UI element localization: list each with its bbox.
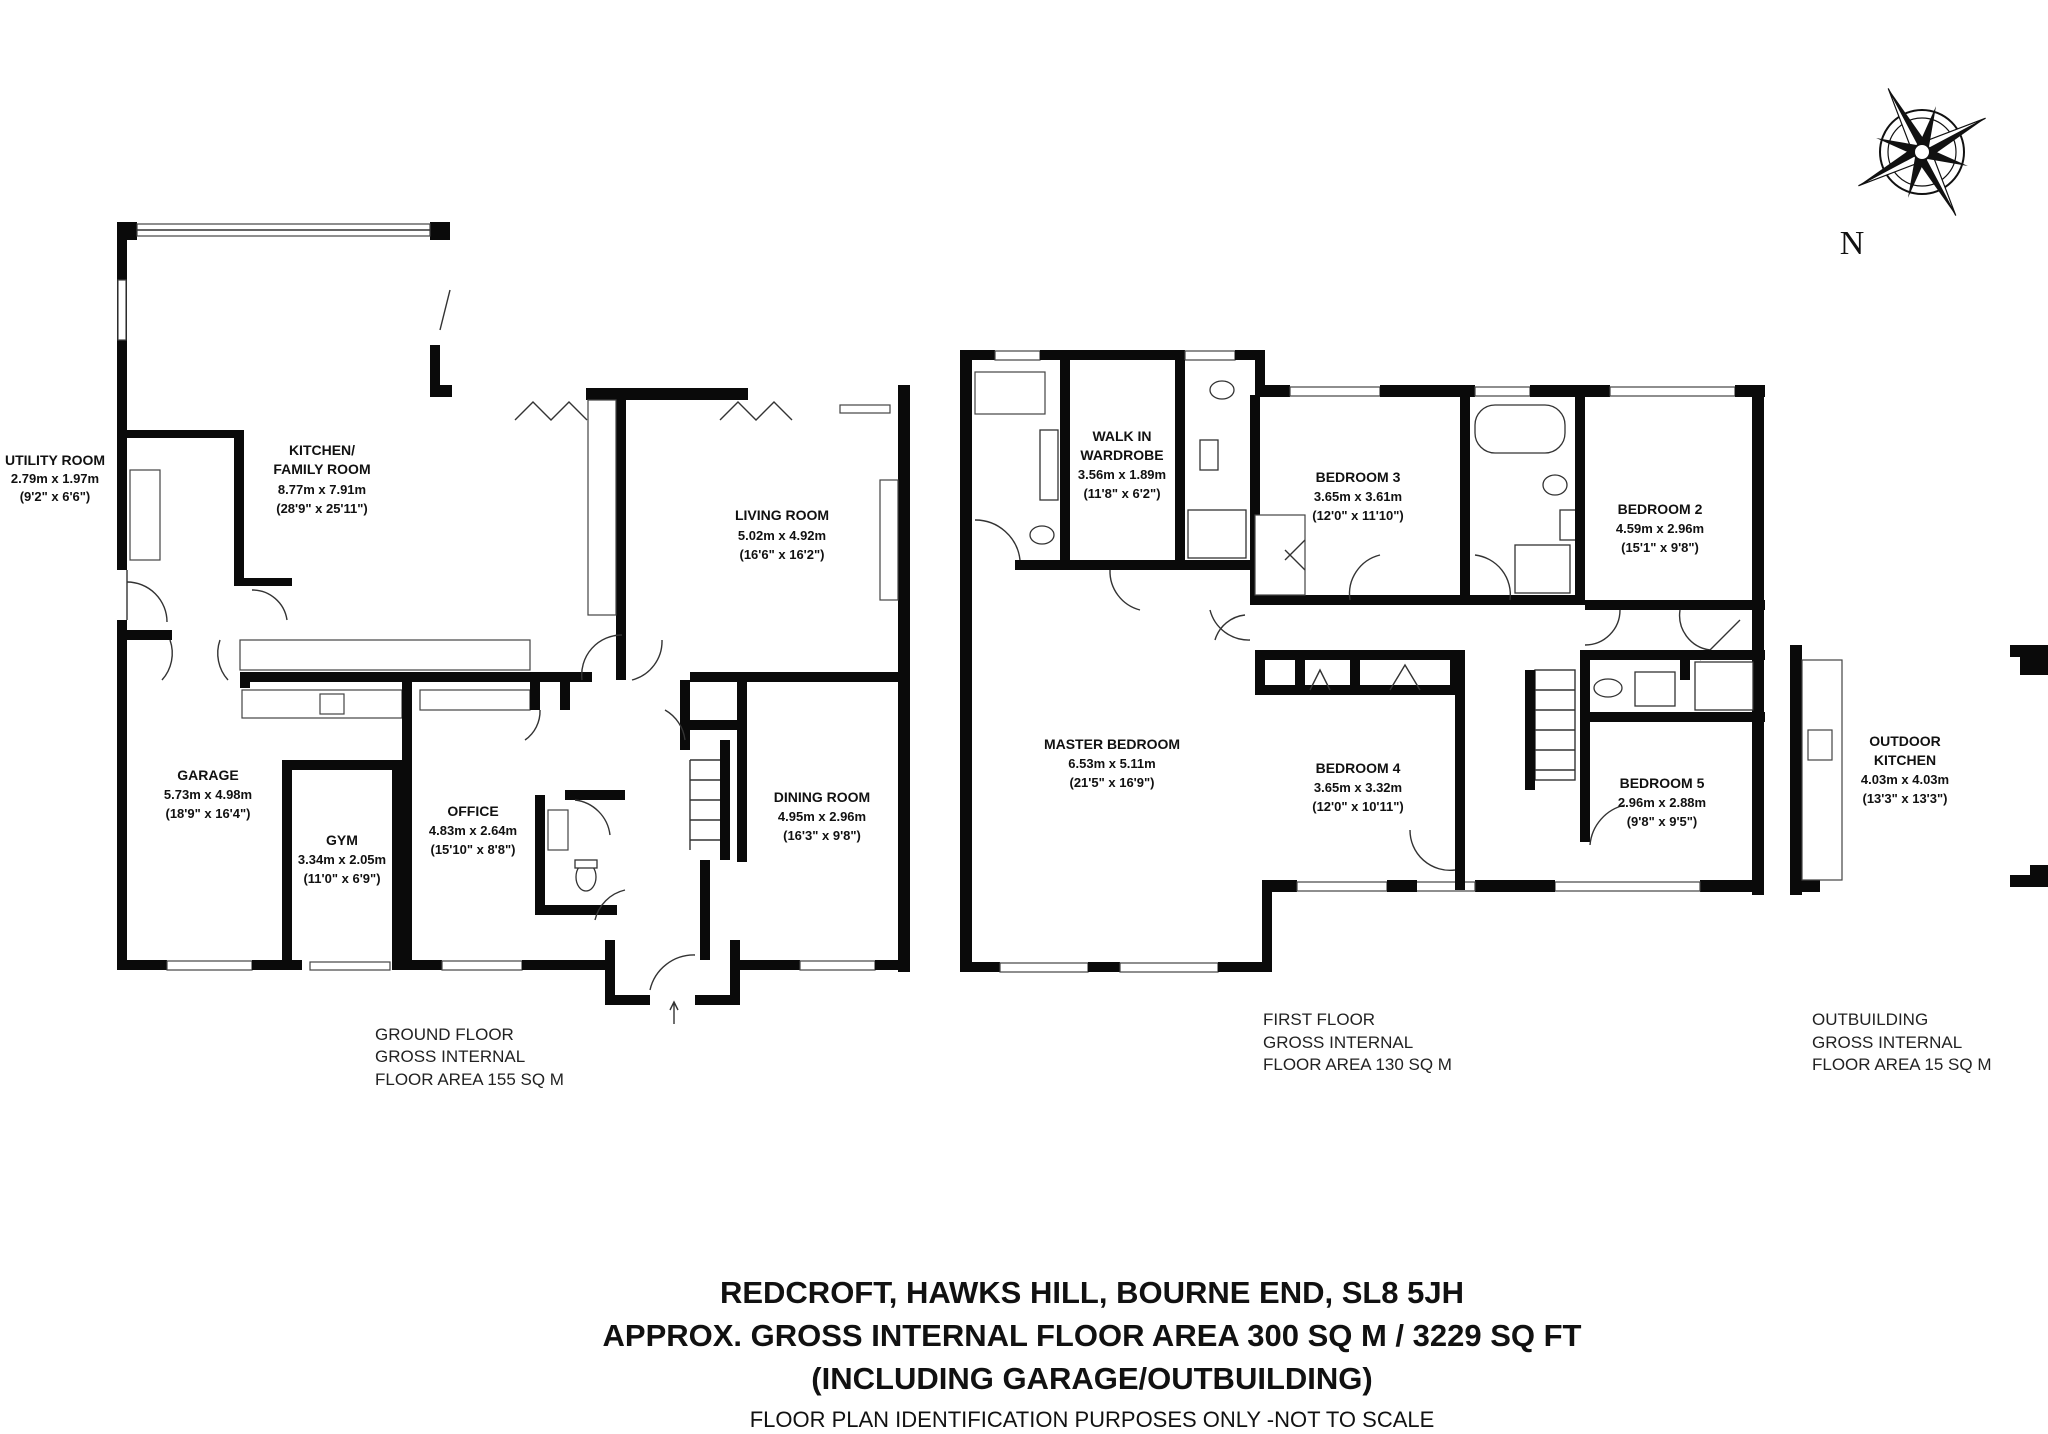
svg-text:(12'0" x 11'10"): (12'0" x 11'10"): [1312, 508, 1404, 523]
compass-north-label: N: [1840, 225, 1865, 262]
svg-text:3.65m x 3.61m: 3.65m x 3.61m: [1314, 489, 1402, 504]
svg-text:(16'6" x 16'2"): (16'6" x 16'2"): [739, 547, 824, 562]
svg-text:LIVING ROOM: LIVING ROOM: [735, 507, 829, 523]
svg-text:GYM: GYM: [326, 832, 358, 848]
svg-text:GROSS INTERNAL: GROSS INTERNAL: [1812, 1033, 1962, 1052]
room-label-office: OFFICE 4.83m x 2.64m (15'10" x 8'8"): [429, 803, 517, 857]
room-label-master: MASTER BEDROOM 6.53m x 5.11m (21'5" x 16…: [1044, 736, 1180, 790]
svg-text:(15'1" x 9'8"): (15'1" x 9'8"): [1621, 540, 1699, 555]
title-floor-area: APPROX. GROSS INTERNAL FLOOR AREA 300 SQ…: [603, 1318, 1582, 1353]
room-label-gym: GYM 3.34m x 2.05m (11'0" x 6'9"): [298, 832, 386, 886]
svg-text:DINING ROOM: DINING ROOM: [774, 789, 870, 805]
room-label-walkin: WALK IN WARDROBE 3.56m x 1.89m (11'8" x …: [1078, 428, 1166, 501]
room-label-garage: GARAGE 5.73m x 4.98m (18'9" x 16'4"): [164, 767, 252, 821]
room-label-dining: DINING ROOM 4.95m x 2.96m (16'3" x 9'8"): [774, 789, 870, 843]
room-label-bedroom-5: BEDROOM 5 2.96m x 2.88m (9'8" x 9'5"): [1618, 775, 1706, 829]
svg-text:6.53m x 5.11m: 6.53m x 5.11m: [1068, 756, 1155, 771]
svg-text:OFFICE: OFFICE: [447, 803, 498, 819]
room-label-bedroom-3: BEDROOM 3 3.65m x 3.61m (12'0" x 11'10"): [1312, 469, 1404, 523]
svg-text:3.56m x 1.89m: 3.56m x 1.89m: [1078, 467, 1166, 482]
svg-text:KITCHEN: KITCHEN: [1874, 752, 1936, 768]
svg-text:2.79m x 1.97m: 2.79m x 1.97m: [11, 471, 99, 486]
svg-text:GROSS INTERNAL: GROSS INTERNAL: [375, 1047, 525, 1066]
svg-text:GROSS INTERNAL: GROSS INTERNAL: [1263, 1033, 1413, 1052]
first-floor-plan: [960, 350, 1765, 973]
svg-text:4.59m x 2.96m: 4.59m x 2.96m: [1616, 521, 1704, 536]
svg-text:3.65m x 3.32m: 3.65m x 3.32m: [1314, 780, 1402, 795]
svg-text:GARAGE: GARAGE: [177, 767, 238, 783]
svg-text:8.77m x 7.91m: 8.77m x 7.91m: [278, 482, 366, 497]
svg-text:2.96m x 2.88m: 2.96m x 2.88m: [1618, 795, 1706, 810]
room-label-bedroom-2: BEDROOM 2 4.59m x 2.96m (15'1" x 9'8"): [1616, 501, 1704, 555]
ground-floor-area-label: GROUND FLOOR GROSS INTERNAL FLOOR AREA 1…: [375, 1025, 564, 1089]
svg-text:(9'2" x 6'6"): (9'2" x 6'6"): [20, 489, 91, 504]
svg-text:BEDROOM 2: BEDROOM 2: [1618, 501, 1703, 517]
room-label-utility: UTILITY ROOM 2.79m x 1.97m (9'2" x 6'6"): [5, 452, 105, 504]
svg-text:4.03m x 4.03m: 4.03m x 4.03m: [1861, 772, 1949, 787]
room-label-outdoor-kitchen: OUTDOOR KITCHEN 4.03m x 4.03m (13'3" x 1…: [1861, 733, 1949, 806]
svg-text:(28'9" x 25'11"): (28'9" x 25'11"): [276, 501, 368, 516]
room-label-bedroom-4: BEDROOM 4 3.65m x 3.32m (12'0" x 10'11"): [1312, 760, 1404, 814]
svg-text:KITCHEN/: KITCHEN/: [289, 442, 355, 458]
title-including: (INCLUDING GARAGE/OUTBUILDING): [811, 1361, 1372, 1396]
svg-text:OUTDOOR: OUTDOOR: [1869, 733, 1941, 749]
svg-text:(9'8" x 9'5"): (9'8" x 9'5"): [1627, 814, 1698, 829]
svg-text:WARDROBE: WARDROBE: [1080, 447, 1163, 463]
room-label-kitchen: KITCHEN/ FAMILY ROOM 8.77m x 7.91m (28'9…: [273, 442, 370, 516]
ground-floor-plan: [117, 222, 910, 1024]
svg-text:FIRST FLOOR: FIRST FLOOR: [1263, 1010, 1375, 1029]
svg-text:MASTER BEDROOM: MASTER BEDROOM: [1044, 736, 1180, 752]
svg-text:5.02m x 4.92m: 5.02m x 4.92m: [738, 528, 826, 543]
compass-rose-icon: [1858, 88, 1986, 216]
svg-text:(18'9" x 16'4"): (18'9" x 16'4"): [165, 806, 250, 821]
svg-text:FLOOR AREA 130 SQ M: FLOOR AREA 130 SQ M: [1263, 1055, 1452, 1074]
svg-text:WALK IN: WALK IN: [1092, 428, 1151, 444]
svg-text:(11'8" x 6'2"): (11'8" x 6'2"): [1083, 486, 1160, 501]
svg-text:UTILITY ROOM: UTILITY ROOM: [5, 452, 105, 468]
svg-text:BEDROOM 3: BEDROOM 3: [1316, 469, 1401, 485]
svg-text:BEDROOM 5: BEDROOM 5: [1620, 775, 1705, 791]
disclaimer-text: FLOOR PLAN IDENTIFICATION PURPOSES ONLY …: [750, 1407, 1435, 1432]
svg-text:FLOOR AREA 15 SQ M: FLOOR AREA 15 SQ M: [1812, 1055, 1992, 1074]
svg-text:OUTBUILDING: OUTBUILDING: [1812, 1010, 1928, 1029]
outbuilding-plan: [1790, 645, 2048, 895]
svg-text:3.34m x 2.05m: 3.34m x 2.05m: [298, 852, 386, 867]
title-address: REDCROFT, HAWKS HILL, BOURNE END, SL8 5J…: [720, 1275, 1464, 1310]
svg-text:(15'10" x 8'8"): (15'10" x 8'8"): [430, 842, 515, 857]
svg-text:(11'0" x 6'9"): (11'0" x 6'9"): [303, 871, 380, 886]
svg-text:FLOOR AREA 155 SQ M: FLOOR AREA 155 SQ M: [375, 1070, 564, 1089]
svg-text:(16'3" x 9'8"): (16'3" x 9'8"): [783, 828, 861, 843]
room-label-living: LIVING ROOM 5.02m x 4.92m (16'6" x 16'2"…: [735, 507, 829, 562]
svg-text:(13'3" x 13'3"): (13'3" x 13'3"): [1862, 791, 1947, 806]
svg-text:FAMILY ROOM: FAMILY ROOM: [273, 461, 370, 477]
first-floor-area-label: FIRST FLOOR GROSS INTERNAL FLOOR AREA 13…: [1263, 1010, 1452, 1074]
outbuilding-area-label: OUTBUILDING GROSS INTERNAL FLOOR AREA 15…: [1812, 1010, 1992, 1074]
svg-text:4.83m x 2.64m: 4.83m x 2.64m: [429, 823, 517, 838]
svg-text:(21'5" x 16'9"): (21'5" x 16'9"): [1069, 775, 1154, 790]
svg-text:(12'0" x 10'11"): (12'0" x 10'11"): [1312, 799, 1404, 814]
svg-text:GROUND FLOOR: GROUND FLOOR: [375, 1025, 514, 1044]
svg-text:5.73m x 4.98m: 5.73m x 4.98m: [164, 787, 252, 802]
svg-text:4.95m x 2.96m: 4.95m x 2.96m: [778, 809, 866, 824]
svg-text:BEDROOM 4: BEDROOM 4: [1316, 760, 1401, 776]
